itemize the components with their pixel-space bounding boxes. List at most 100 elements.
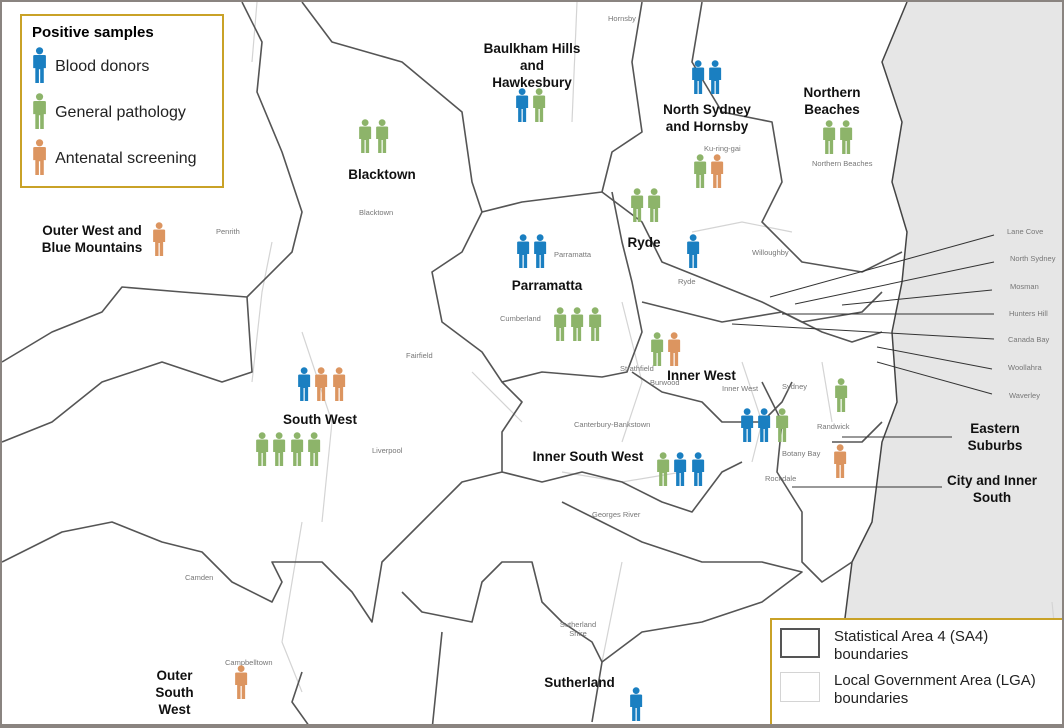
- general-person-icon: [693, 154, 707, 193]
- region-label-parramatta: Parramatta: [511, 278, 583, 293]
- lga-swatch: [780, 672, 820, 702]
- lga-label-georges-river: Georges River: [592, 510, 641, 519]
- legend-sa4: Statistical Area 4 (SA4) boundaries: [780, 628, 1062, 664]
- general-person-icon: [532, 88, 546, 127]
- lga-label-lane-cove: Lane Cove: [1007, 227, 1044, 236]
- legend-label: Blood donors: [55, 58, 150, 75]
- blood-person-icon: [740, 408, 754, 447]
- lga-label-randwick: Randwick: [817, 422, 850, 431]
- lga-label-fairfield: Fairfield: [406, 351, 433, 360]
- legend-item-general: General pathology: [32, 92, 222, 134]
- antenatal-person-icon: [234, 665, 248, 704]
- general-person-icon: [588, 307, 602, 346]
- region-label-south-west: South West: [283, 412, 357, 427]
- sample-group-city-and-inner-south: [740, 408, 789, 447]
- blood-person-icon: [686, 234, 700, 273]
- blood-person-icon: [515, 88, 529, 127]
- lga-label-canterbury-bankstown: Canterbury-Bankstown: [574, 420, 651, 429]
- sample-group-inner-south-west: [656, 452, 705, 491]
- lga-label-campbelltown: Campbelltown: [225, 658, 273, 667]
- lga-label-burwood: Burwood: [650, 378, 680, 387]
- lga-label-northern-beaches: Northern Beaches: [812, 159, 873, 168]
- blood-person-icon: [691, 452, 705, 491]
- lga-label-rockdale: Rockdale: [765, 474, 797, 483]
- sample-group-sutherland: [629, 687, 643, 724]
- sample-group-south-west: [255, 432, 321, 471]
- lga-label-willoughby: Willoughby: [752, 248, 789, 257]
- lga-label-mosman: Mosman: [1010, 282, 1039, 291]
- lga-label-canada-bay: Canada Bay: [1008, 335, 1050, 344]
- legend-item-blood: Blood donors: [32, 46, 222, 88]
- lga-label-camden: Camden: [185, 573, 214, 582]
- lga-label-sydney: Sydney: [782, 382, 808, 391]
- blood-person-icon: [757, 408, 771, 447]
- sample-group-blacktown: [358, 119, 390, 158]
- general-person-icon: [272, 432, 286, 471]
- sample-group-north-sydney-and-hornsby: [693, 154, 725, 193]
- legend-title: Positive samples: [32, 24, 154, 41]
- region-label-sutherland: Sutherland: [544, 675, 615, 690]
- region-label-eastern-suburbs: Eastern Suburbs: [967, 421, 1023, 453]
- general-person-icon: [553, 307, 567, 346]
- sea: [793, 2, 1062, 724]
- region-label-north-sydney-and-hornsby: North Sydney and Hornsby: [663, 102, 751, 134]
- antenatal-person-icon: [152, 222, 166, 261]
- blood-person-icon: [673, 452, 687, 491]
- lga-label-cumberland: Cumberland: [500, 314, 541, 323]
- sample-group-northern-beaches: [822, 120, 854, 159]
- general-person-icon: [358, 119, 372, 158]
- lga-label-waverley: Waverley: [1009, 391, 1040, 400]
- blood-person-icon: [629, 687, 643, 724]
- person-icon: [32, 138, 55, 180]
- blood-person-icon: [516, 234, 530, 273]
- sample-group-eastern-suburbs: [833, 444, 847, 483]
- general-person-icon: [650, 332, 664, 371]
- sample-group-ryde: [630, 188, 662, 227]
- sample-group-outer-south-west: [234, 665, 248, 704]
- person-icon: [32, 92, 55, 134]
- legend-label: General pathology: [55, 104, 186, 121]
- sample-group-baulkham-hills-and-hawkesbury: [515, 88, 547, 127]
- region-label-northern-beaches: Northern Beaches: [803, 85, 861, 117]
- region-label-inner-west: Inner West: [667, 368, 736, 383]
- general-person-icon: [570, 307, 584, 346]
- antenatal-person-icon: [833, 444, 847, 483]
- antenatal-person-icon: [332, 367, 346, 406]
- general-person-icon: [307, 432, 321, 471]
- general-person-icon: [839, 120, 853, 159]
- lga-label-penrith: Penrith: [216, 227, 240, 236]
- region-label-baulkham-hills-and-hawkesbury: Baulkham Hills and Hawkesbury: [483, 41, 581, 90]
- general-person-icon: [630, 188, 644, 227]
- sample-group-south-west: [297, 367, 346, 406]
- legend-label: Antenatal screening: [55, 150, 197, 167]
- sa4-boundaries: [2, 2, 903, 724]
- lga-label-sutherland-shire: Sutherland Shire: [559, 620, 597, 638]
- region-label-blacktown: Blacktown: [348, 167, 416, 182]
- lga-label-blacktown: Blacktown: [359, 208, 394, 217]
- lga-label-liverpool: Liverpool: [372, 446, 403, 455]
- sample-group-outer-west-and-blue-mountains: [152, 222, 166, 261]
- antenatal-person-icon: [314, 367, 328, 406]
- sample-group-north-sydney-and-hornsby: [691, 60, 723, 99]
- sample-group-ryde: [686, 234, 700, 273]
- region-label-inner-south-west: Inner South West: [532, 449, 644, 464]
- blood-person-icon: [708, 60, 722, 99]
- lga-label-north-sydney: North Sydney: [1010, 254, 1056, 263]
- region-label-city-and-inner-south: City and Inner South: [946, 473, 1037, 505]
- antenatal-person-icon: [667, 332, 681, 371]
- sa4-label: Statistical Area 4 (SA4) boundaries: [834, 628, 989, 663]
- sample-group-parramatta: [553, 307, 602, 346]
- lga-label-parramatta: Parramatta: [554, 250, 592, 259]
- lga-label-inner-west: Inner West: [722, 384, 759, 393]
- general-person-icon: [656, 452, 670, 491]
- person-icon: [32, 46, 55, 88]
- lga-leader-lines: [731, 234, 995, 488]
- lga-label-strathfield: Strathfield: [620, 364, 654, 373]
- blood-person-icon: [297, 367, 311, 406]
- lga-label: Local Government Area (LGA) boundaries: [834, 672, 1036, 707]
- general-person-icon: [255, 432, 269, 471]
- lga-label-hunters-hill: Hunters Hill: [1009, 309, 1048, 318]
